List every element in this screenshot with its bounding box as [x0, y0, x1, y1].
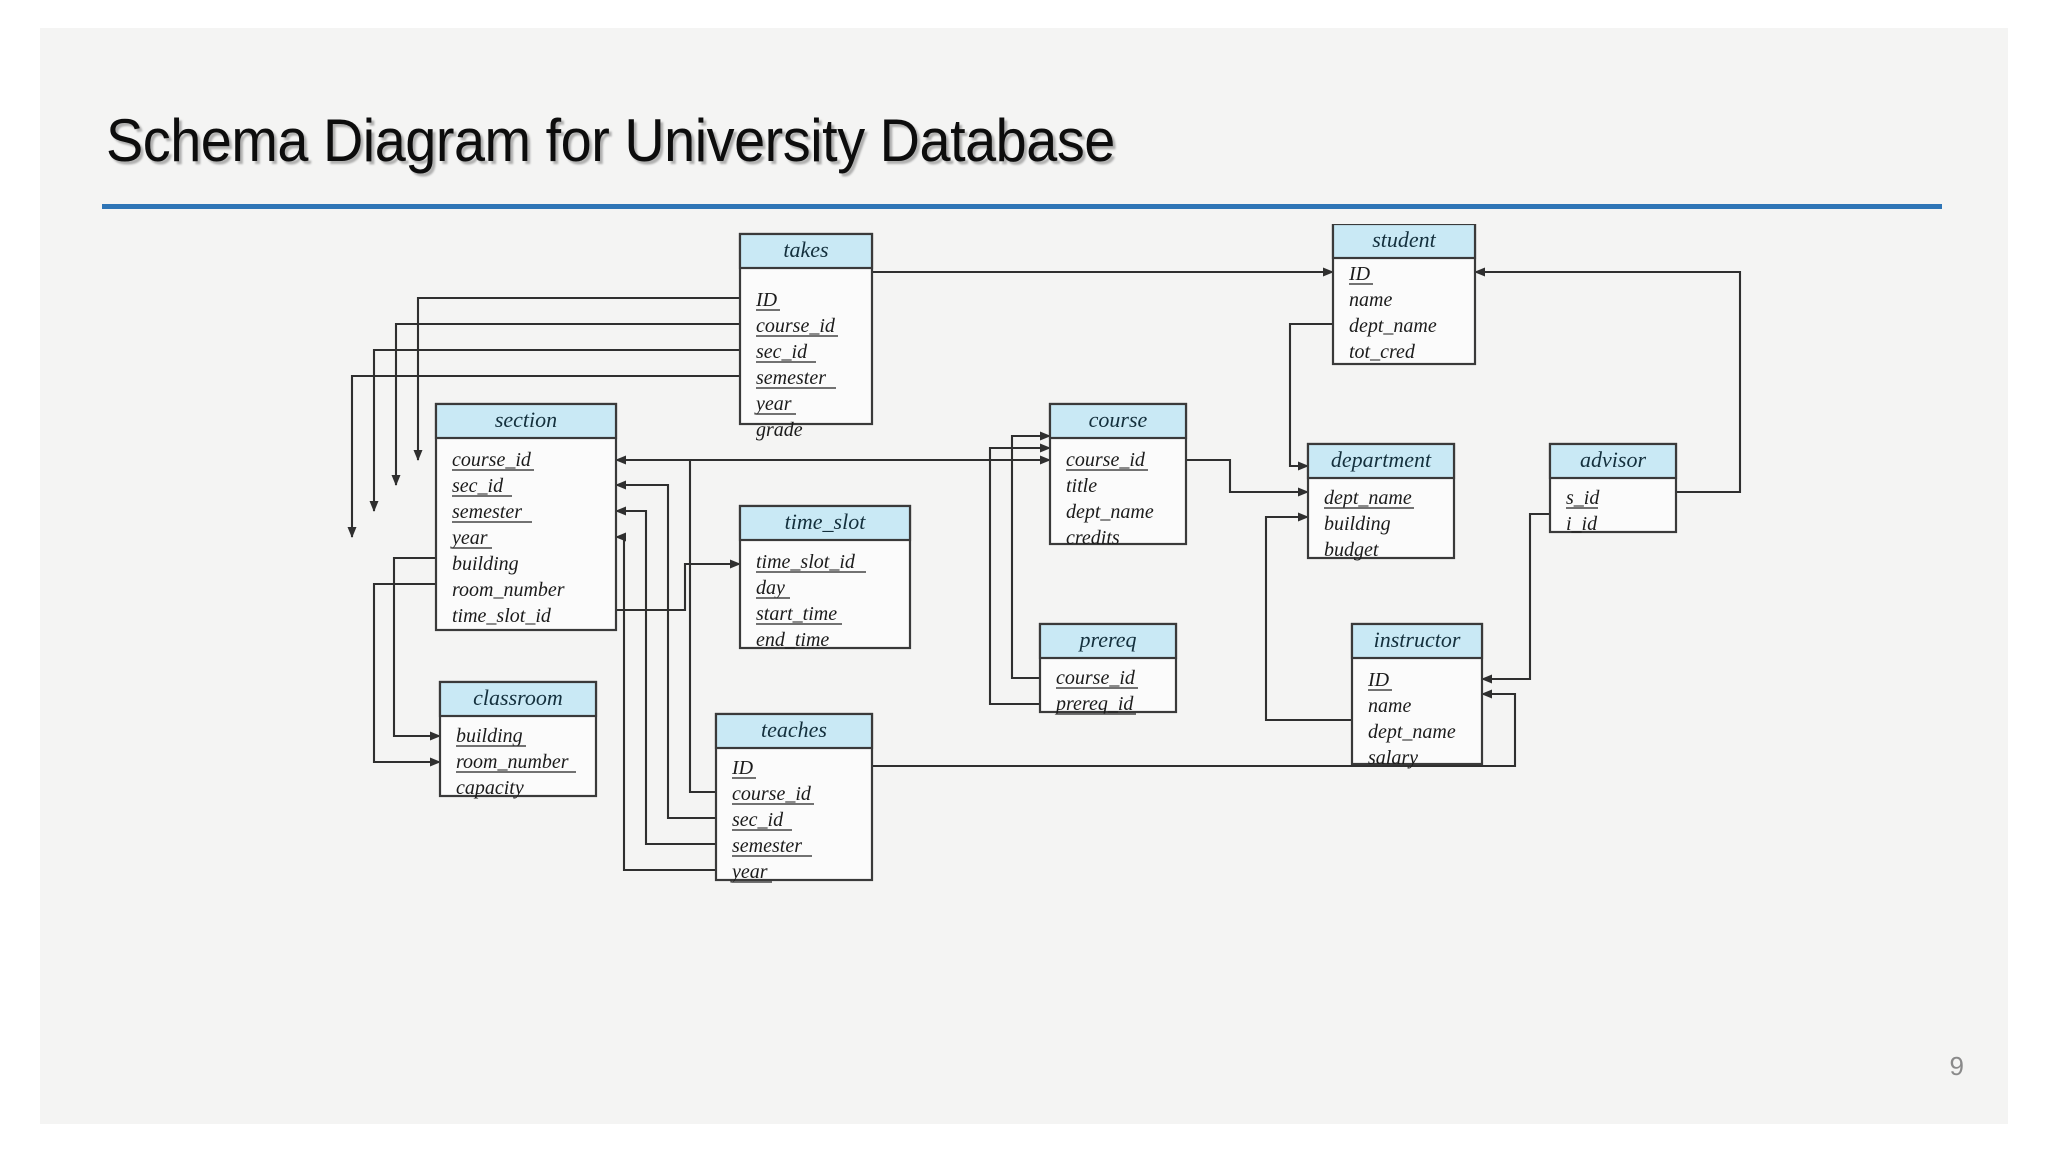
attr-label: ID — [1348, 263, 1371, 285]
attr-label: sec_id — [452, 475, 504, 497]
attr-label: semester — [732, 835, 802, 857]
attr-label: ID — [731, 757, 754, 779]
table-title: prereq — [1077, 627, 1136, 652]
slide-canvas: Schema Diagram for University Database 9 — [40, 28, 2008, 1124]
table-title: course — [1089, 407, 1148, 432]
edge-teaches-instructor — [872, 689, 1517, 768]
edge-advisor-student — [1474, 267, 1742, 494]
table-title: takes — [783, 237, 828, 262]
table-advisor[interactable]: advisor s_id i_id — [1548, 442, 1678, 535]
attr-label: time_slot_id — [756, 551, 856, 573]
slide-number: 9 — [1949, 1051, 1964, 1081]
attr-label: building — [452, 553, 519, 575]
attr-label: title — [1066, 475, 1097, 497]
attr-label: dept_name — [1066, 501, 1154, 523]
attr-label: ID — [755, 289, 778, 311]
table-prereq[interactable]: prereq course_id prereq_id — [1038, 622, 1178, 715]
attr-label: end_time — [756, 629, 829, 651]
table-title: department — [1331, 447, 1432, 472]
attr-label: s_id — [1566, 487, 1600, 509]
table-title: teaches — [761, 717, 827, 742]
table-title: time_slot — [785, 509, 867, 534]
attr-label: salary — [1368, 747, 1418, 769]
edge-section-timeslot — [600, 559, 741, 612]
attr-label: semester — [452, 501, 522, 523]
attr-label: sec_id — [732, 809, 784, 831]
attr-label: day — [756, 577, 785, 599]
attr-label: dept_name — [1324, 487, 1412, 509]
attr-label: course_id — [1066, 449, 1146, 471]
attr-label: building — [1324, 513, 1391, 535]
attr-label: year — [754, 393, 792, 415]
table-title: advisor — [1580, 447, 1646, 472]
attr-label: budget — [1324, 539, 1379, 561]
edge-teaches-semester-section — [615, 506, 716, 846]
edge-teaches-year-section — [615, 532, 716, 872]
attr-label: room_number — [456, 751, 569, 773]
edge-advisor-instructor — [1481, 512, 1550, 684]
table-time-slot[interactable]: time_slot time_slot_id day start_time en… — [738, 504, 912, 651]
attr-label: start_time — [756, 603, 837, 625]
table-section[interactable]: section course_id sec_id semester year b… — [434, 402, 618, 632]
attr-label: ID — [1367, 669, 1390, 691]
attr-label: credits — [1066, 527, 1120, 549]
title-divider — [102, 204, 1942, 209]
edge-student-department — [1288, 322, 1333, 471]
attr-label: sec_id — [756, 341, 808, 363]
edge-teaches-courseid-section — [615, 455, 716, 794]
edge-prereq-prereqid-course — [988, 443, 1051, 706]
attr-label: year — [450, 527, 488, 549]
table-student[interactable]: student ID name dept_name tot_cred — [1331, 224, 1477, 366]
edge-instructor-department — [1264, 512, 1352, 722]
table-title: student — [1372, 227, 1436, 252]
attr-label: prereq_id — [1054, 693, 1134, 715]
attr-label: grade — [756, 419, 803, 441]
attr-label: year — [730, 861, 768, 883]
attr-label: name — [1368, 695, 1411, 717]
page-title: Schema Diagram for University Database — [106, 107, 1115, 174]
edge-teaches-secid-section — [615, 480, 716, 820]
attr-label: dept_name — [1349, 315, 1437, 337]
attr-label: course_id — [732, 783, 812, 805]
edge-section-classroom-room — [372, 582, 441, 767]
edge-prereq-courseid-course — [1010, 431, 1051, 680]
relationship-edges — [347, 267, 1742, 872]
edge-takes-secid-section — [391, 322, 740, 486]
attr-label: building — [456, 725, 523, 747]
table-title: classroom — [473, 685, 563, 710]
table-title: instructor — [1374, 627, 1461, 652]
attr-label: room_number — [452, 579, 565, 601]
attr-label: capacity — [456, 777, 524, 799]
edge-takes-courseid-section — [413, 296, 740, 461]
attr-label: course_id — [452, 449, 532, 471]
edge-takes-semester-section — [369, 348, 740, 512]
edge-takes-year-section — [347, 374, 740, 538]
attr-label: tot_cred — [1349, 341, 1416, 363]
attr-label: dept_name — [1368, 721, 1456, 743]
table-instructor[interactable]: instructor ID name dept_name salary — [1350, 622, 1484, 769]
attr-label: course_id — [1056, 667, 1136, 689]
attr-label: course_id — [756, 315, 836, 337]
table-course[interactable]: course course_id title dept_name credits — [1048, 402, 1188, 549]
attr-label: i_id — [1566, 513, 1598, 535]
schema-diagram: takes ID course_id sec_id semester year … — [347, 224, 1742, 883]
table-teaches[interactable]: teaches ID course_id sec_id semester yea… — [714, 712, 874, 883]
edge-section-classroom-building — [392, 556, 441, 741]
attr-label: time_slot_id — [452, 605, 552, 627]
attr-label: semester — [756, 367, 826, 389]
table-classroom[interactable]: classroom building room_number capacity — [438, 680, 598, 799]
table-department[interactable]: department dept_name building budget — [1306, 442, 1456, 561]
table-takes[interactable]: takes ID course_id sec_id semester year … — [738, 232, 874, 441]
table-title: section — [495, 407, 557, 432]
edge-course-department — [1186, 458, 1309, 497]
attr-label: name — [1349, 289, 1392, 311]
